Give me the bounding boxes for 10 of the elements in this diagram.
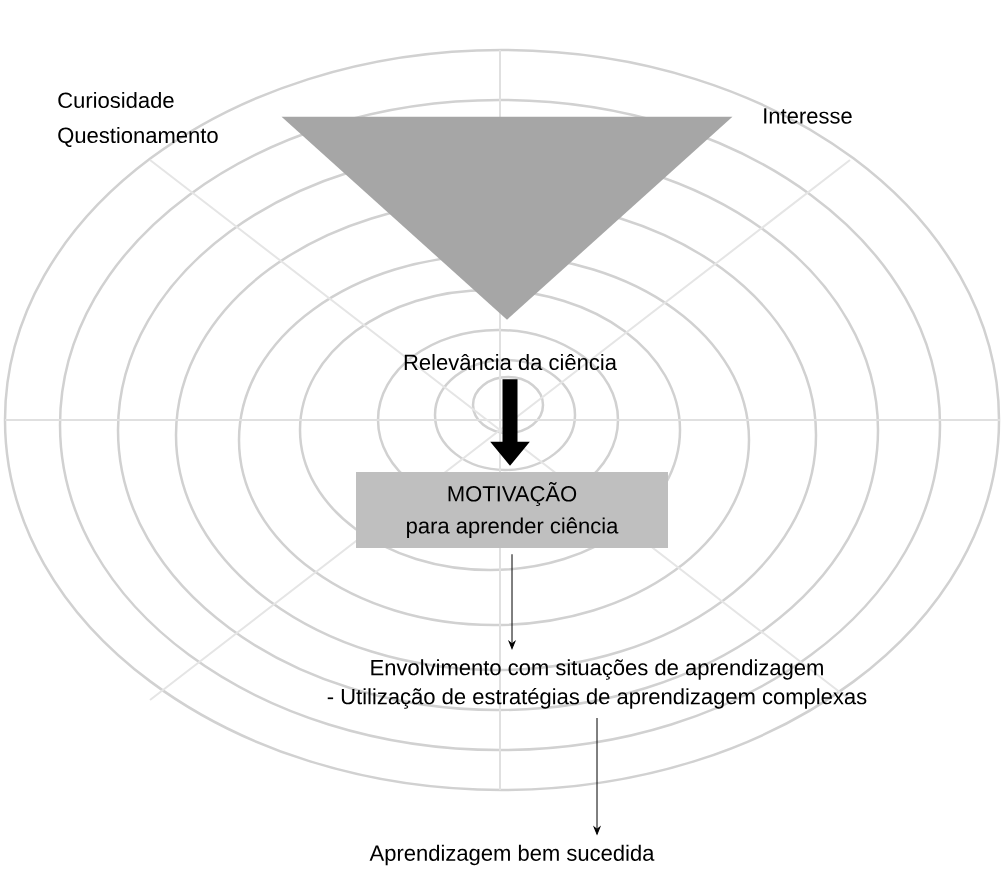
side-label: Interesse <box>764 108 852 124</box>
process-box: MOTIVAÇÃO para aprender ciência <box>356 472 668 548</box>
text-label: Envolvimento com situações de aprendizagem - Utilização de estratégias de aprendizagem complexas <box>327 659 867 709</box>
triangle <box>281 116 733 320</box>
side-label: Curiosidade <box>58 91 174 109</box>
arrow <box>593 717 601 835</box>
text-label: Relevância da ciência <box>404 353 617 371</box>
arrow <box>508 553 516 650</box>
text-label: Aprendizagem bem sucedida <box>369 844 655 866</box>
side-label: Questionamento <box>58 126 218 148</box>
